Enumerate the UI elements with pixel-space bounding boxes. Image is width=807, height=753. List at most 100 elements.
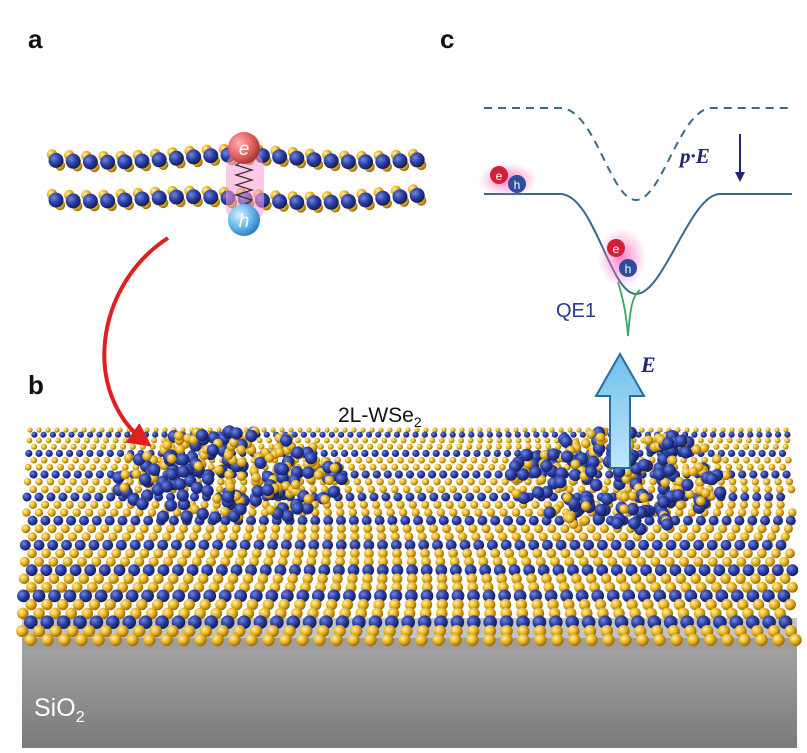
se-atom xyxy=(621,556,632,567)
se-atom xyxy=(534,437,541,444)
se-atom xyxy=(166,625,179,638)
se-atom xyxy=(24,633,37,647)
se-atom xyxy=(406,556,417,567)
se-atom xyxy=(76,485,84,494)
se-atom xyxy=(49,625,62,638)
w-atom xyxy=(537,564,550,577)
w-atom xyxy=(116,539,127,551)
se-atom xyxy=(722,556,732,567)
w-atom xyxy=(56,615,71,629)
se-atom xyxy=(31,443,38,450)
se-atom xyxy=(658,548,669,559)
w-atom xyxy=(467,615,481,629)
w-atom xyxy=(347,431,354,438)
w-atom xyxy=(501,492,511,502)
w-atom xyxy=(239,539,251,551)
w-atom xyxy=(357,492,367,502)
w-atom xyxy=(611,564,623,577)
se-atom xyxy=(476,443,483,450)
se-atom xyxy=(751,478,759,486)
w-atom xyxy=(451,515,462,526)
se-atom xyxy=(782,443,789,450)
se-atom xyxy=(586,524,596,534)
se-atom xyxy=(435,556,446,567)
se-atom xyxy=(729,427,735,433)
w-atom xyxy=(560,435,573,448)
se-atom xyxy=(228,633,241,647)
w-atom xyxy=(695,515,706,526)
se-atom xyxy=(459,427,465,433)
se-atom xyxy=(309,485,318,494)
w-atom xyxy=(156,510,170,523)
w-atom xyxy=(500,539,512,551)
w-atom xyxy=(528,515,539,526)
se-atom xyxy=(445,500,454,509)
se-atom xyxy=(351,427,357,433)
se-atom xyxy=(466,573,478,584)
se-atom xyxy=(448,548,458,559)
se-atom xyxy=(63,573,75,584)
w-atom xyxy=(106,449,114,457)
se-atom xyxy=(125,548,136,559)
w-atom xyxy=(253,539,265,551)
w-atom xyxy=(251,485,265,498)
se-atom xyxy=(571,573,582,584)
se-atom xyxy=(317,573,328,584)
hole-label: h xyxy=(239,211,250,232)
w-atom xyxy=(272,149,288,165)
w-atom xyxy=(212,539,224,551)
w-atom xyxy=(323,194,339,210)
w-atom xyxy=(389,589,403,603)
se-atom xyxy=(153,427,159,433)
w-atom xyxy=(84,564,97,577)
se-atom xyxy=(377,532,387,542)
se-atom xyxy=(206,556,216,567)
w-atom xyxy=(442,449,450,457)
se-atom xyxy=(776,485,784,494)
se-atom xyxy=(746,437,752,444)
se-atom xyxy=(342,427,348,433)
se-atom xyxy=(81,427,87,433)
se-atom xyxy=(531,500,540,509)
se-atom xyxy=(352,437,359,444)
se-atom xyxy=(297,524,307,534)
se-atom xyxy=(505,443,512,450)
se-atom xyxy=(23,478,32,486)
se-atom xyxy=(172,508,182,517)
se-atom xyxy=(675,573,687,584)
se-atom xyxy=(108,573,119,584)
se-atom xyxy=(384,500,393,509)
se-atom xyxy=(762,443,769,450)
se-atom xyxy=(406,443,413,450)
w-atom xyxy=(40,470,49,479)
w-atom xyxy=(245,564,257,577)
se-atom xyxy=(77,556,87,567)
w-atom xyxy=(206,444,219,457)
se-atom xyxy=(152,524,162,534)
se-atom xyxy=(364,633,377,647)
se-atom xyxy=(231,598,243,611)
w-atom xyxy=(520,448,533,462)
se-atom xyxy=(71,581,83,593)
se-atom xyxy=(175,444,185,455)
w-atom xyxy=(263,431,270,438)
se-atom xyxy=(162,427,168,433)
se-atom xyxy=(93,437,100,444)
w-atom xyxy=(728,492,738,502)
w-atom xyxy=(160,480,174,493)
se-atom xyxy=(68,532,78,542)
se-atom xyxy=(496,437,503,444)
se-atom xyxy=(21,524,31,534)
w-atom xyxy=(375,190,391,206)
w-atom xyxy=(387,515,398,526)
w-atom xyxy=(177,465,190,478)
se-atom xyxy=(601,485,609,494)
se-atom xyxy=(630,548,641,559)
se-atom xyxy=(686,532,696,542)
w-atom xyxy=(24,615,38,629)
se-atom xyxy=(122,508,132,517)
se-atom xyxy=(752,485,761,494)
w-atom xyxy=(323,515,334,526)
se-atom xyxy=(449,508,458,517)
se-atom xyxy=(242,573,254,584)
